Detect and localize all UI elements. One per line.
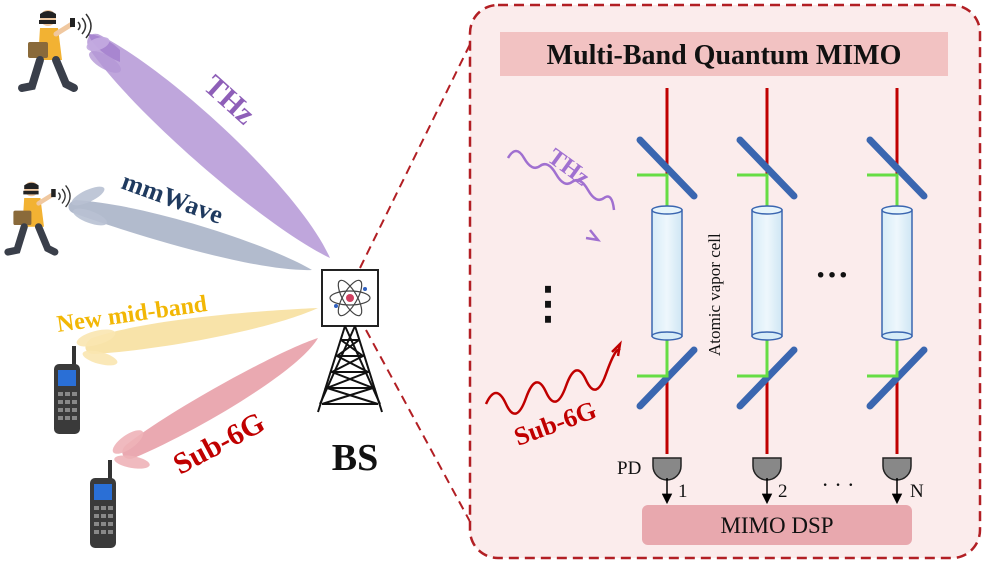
photodetector-icon <box>752 457 782 481</box>
signal-ellipsis: ⋮ <box>526 279 570 328</box>
sub6g-wave-icon <box>484 348 621 415</box>
channel-label-1: 1 <box>678 481 688 502</box>
left-panel: THz mmWave New mid-band Sub-6G <box>4 10 481 548</box>
output-ellipsis: · · · <box>822 472 855 497</box>
sensor-channel-1 <box>636 88 698 505</box>
channel-label-n: N <box>910 481 924 502</box>
zoom-line-bottom <box>365 329 481 541</box>
panel-title: Multi-Band Quantum MIMO <box>547 40 902 71</box>
photodetector-label: PD <box>617 458 641 479</box>
quantum-mimo-panel: Multi-Band Quantum MIMO THz ⋮ Sub-6G <box>468 3 982 560</box>
base-station-label: BS <box>332 437 378 479</box>
photodetector-icon <box>882 457 912 481</box>
thz-wave-icon <box>506 149 616 211</box>
walking-user-icon <box>4 181 71 256</box>
zoom-line-top <box>359 27 479 269</box>
photodetector-icon <box>652 457 682 481</box>
sensor-channel-2 <box>736 88 798 505</box>
mmwave-beam <box>68 186 312 271</box>
dsp-box <box>642 505 912 545</box>
panel-frame <box>468 3 982 560</box>
vapor-cell-label: Atomic vapor cell <box>705 233 724 356</box>
base-station-icon <box>317 269 383 413</box>
channel-label-2: 2 <box>778 481 788 502</box>
sensor-channel-n <box>866 88 928 505</box>
title-box <box>500 32 948 76</box>
walking-user-icon <box>18 10 92 92</box>
channel-ellipsis: ··· <box>815 257 849 294</box>
atom-icon <box>329 279 371 317</box>
handheld-radio-icon <box>54 346 80 434</box>
dsp-label: MIMO DSP <box>720 513 833 538</box>
new-mid-band-beam <box>76 308 318 366</box>
thz-beam <box>86 33 330 258</box>
sub6g-beam <box>112 338 318 469</box>
handheld-radio-icon <box>90 460 116 548</box>
